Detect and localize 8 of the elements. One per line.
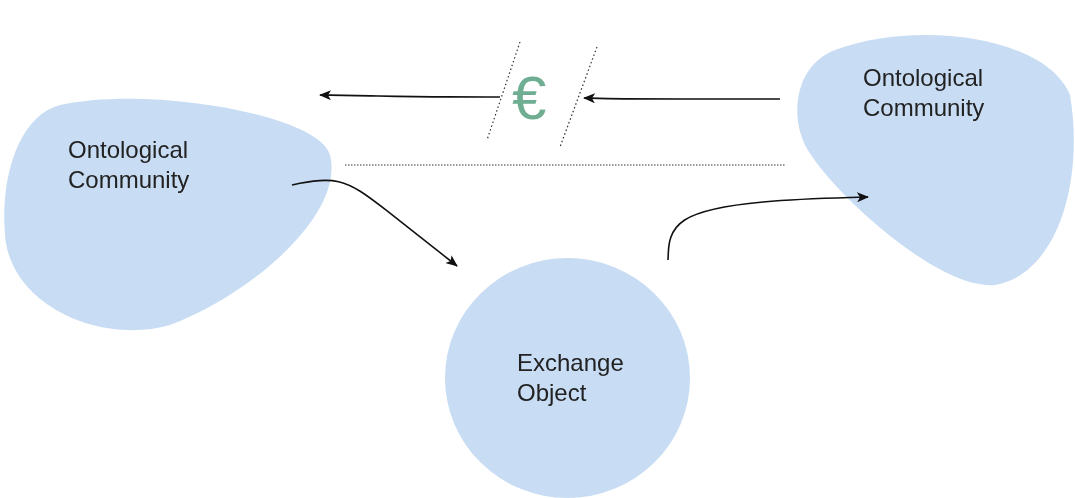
arrow xyxy=(291,179,458,267)
euro-symbol: € xyxy=(512,62,547,134)
node-label: Ontological Community xyxy=(863,63,986,123)
arrow xyxy=(319,90,501,101)
arrow xyxy=(667,192,869,261)
arrow xyxy=(583,93,781,104)
node-label: Ontological Community xyxy=(68,135,191,195)
node-label: Exchange Object xyxy=(517,348,625,408)
